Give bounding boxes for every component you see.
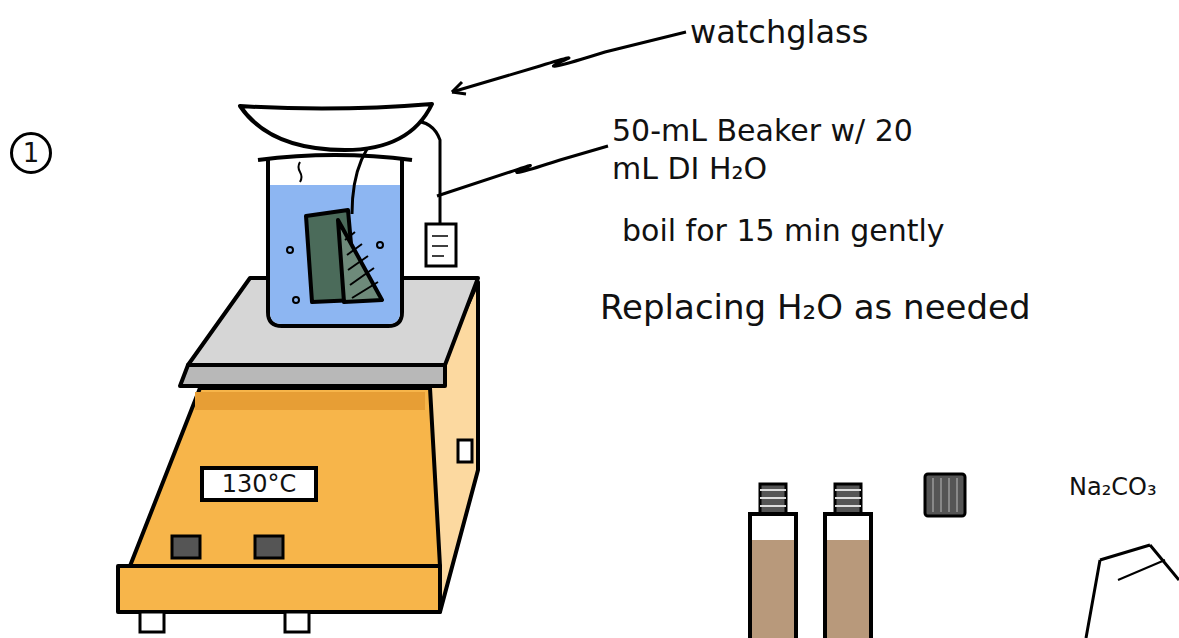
thread-lines [760, 490, 786, 506]
vial-headspace [752, 516, 794, 540]
beaker [268, 160, 402, 326]
vial-cap [925, 474, 965, 516]
handwritten-note: boil for 15 min gently [622, 212, 1092, 250]
leader-line [437, 146, 608, 196]
beaker-lip [258, 155, 412, 160]
bubble [287, 247, 293, 253]
display-reading: 130°C [222, 469, 297, 499]
hotplate-foot [458, 440, 472, 462]
thread-lines [835, 490, 861, 506]
vial-thread [760, 484, 786, 514]
knob [255, 536, 283, 558]
vial-thread [835, 484, 861, 514]
weighing-paper [1086, 545, 1179, 638]
bubble [377, 242, 383, 248]
vial-headspace [827, 516, 869, 540]
leader-arrow [452, 82, 466, 94]
callout-number: 1 [23, 137, 40, 170]
vial [825, 514, 871, 638]
tag-marks [432, 236, 448, 256]
sample-cloth-fold [338, 220, 382, 302]
knob [172, 536, 200, 558]
temperature-display: 130°C [200, 466, 318, 502]
hatching [345, 232, 378, 298]
hotplate-base [118, 566, 440, 612]
step-number-circle: 1 [10, 132, 52, 174]
handwritten-note: Na₂CO₃ [1069, 472, 1174, 502]
water [270, 185, 400, 324]
handwritten-note: Replacing H₂O as needed [600, 286, 1170, 329]
vial [750, 514, 796, 638]
weighing-paper-fold [1118, 560, 1165, 580]
steam [299, 162, 302, 182]
bubble [293, 297, 299, 303]
watchglass [240, 104, 432, 150]
hot-plate-edge [180, 365, 445, 386]
cap-ridges [933, 478, 957, 512]
handwritten-note: 50-mL Beaker w/ 20 mL DI H₂O [612, 112, 942, 187]
hotplate-foot [140, 612, 164, 632]
hotplate-front [130, 388, 440, 566]
hotplate-foot [285, 612, 309, 632]
leader-line [452, 32, 686, 92]
tag [426, 224, 456, 266]
handwritten-note: watchglass [690, 12, 990, 52]
hotplate-shade [195, 392, 425, 410]
